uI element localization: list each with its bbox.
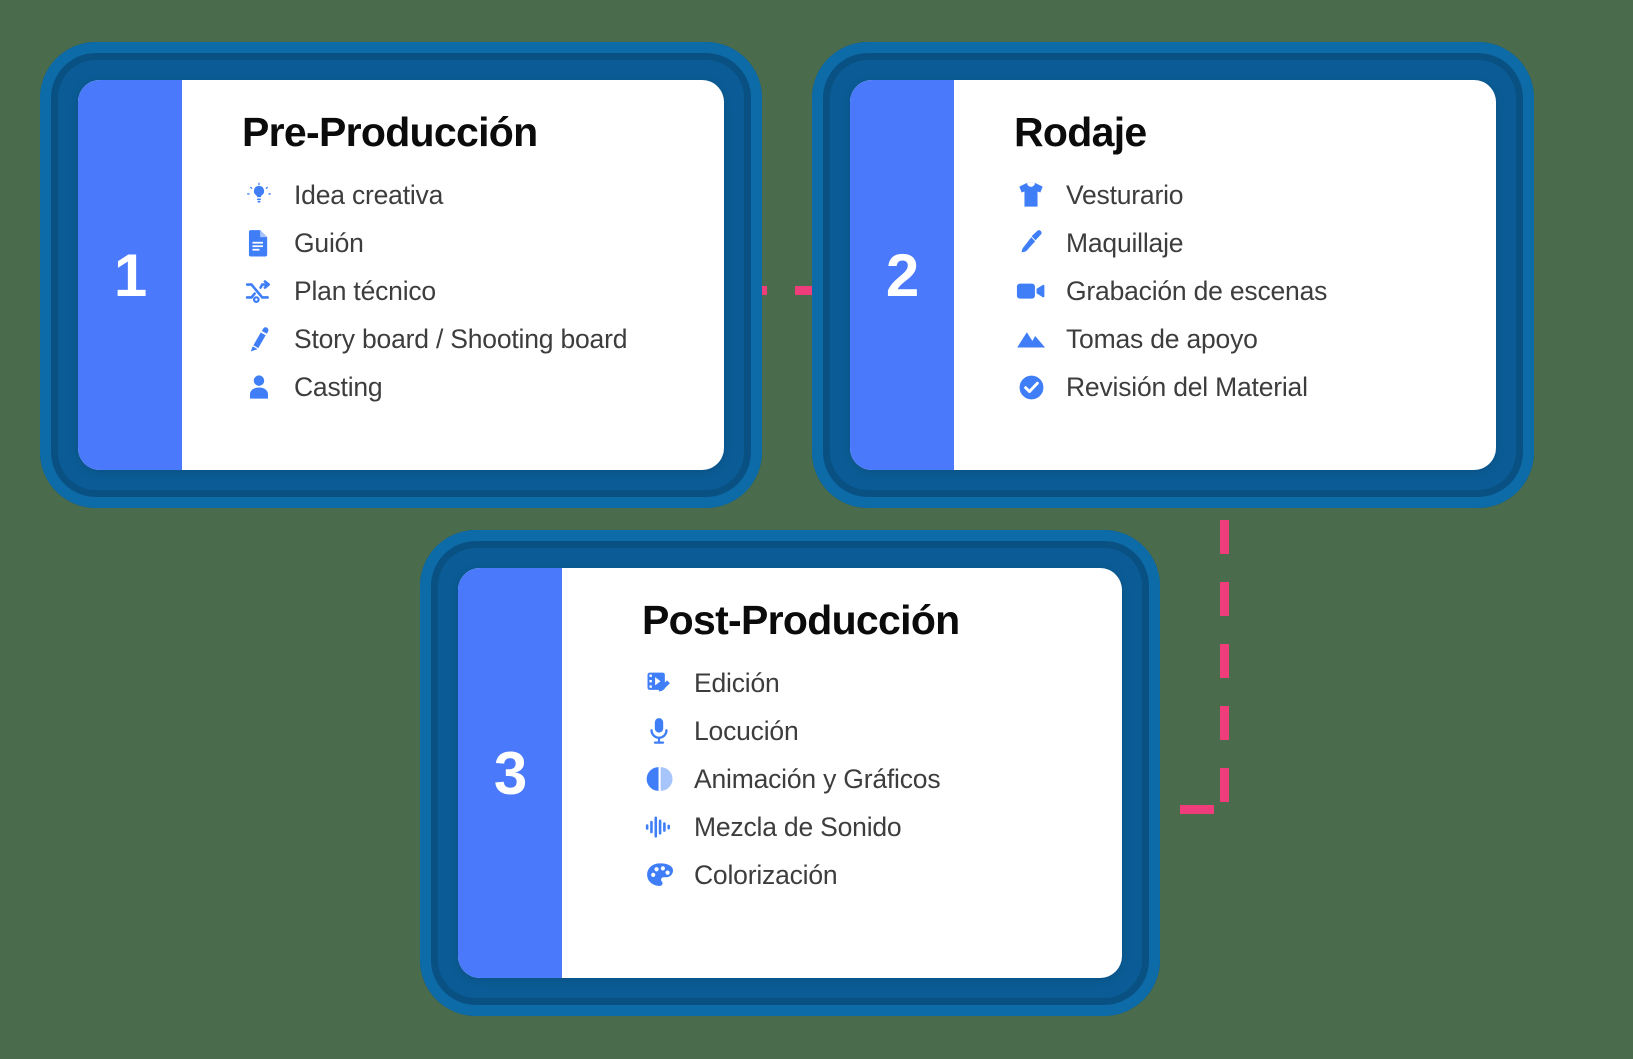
card-1-title: Pre-Producción <box>242 109 538 155</box>
list-item[interactable]: Edición <box>642 659 1104 707</box>
list-item[interactable]: Animación y Gráficos <box>642 755 1104 803</box>
list-item-label: Story board / Shooting board <box>294 323 628 354</box>
video-camera-icon <box>1014 276 1048 306</box>
card-3-item-list: Edición Locución <box>642 659 1104 899</box>
card-1-inner: 1 Pre-Producción <box>78 80 724 470</box>
list-item-label: Revisión del Material <box>1066 371 1308 402</box>
list-item-label: Animación y Gráficos <box>694 763 941 794</box>
card-3-body: Post-Producción <box>562 568 1122 978</box>
list-item-label: Mezcla de Sonido <box>694 811 902 842</box>
card-2-item-list: Vesturario Maquillaje <box>1014 171 1478 411</box>
contrast-icon <box>642 764 676 794</box>
card-3-inner: 3 Post-Producción <box>458 568 1122 978</box>
makeup-brush-icon <box>1014 228 1048 258</box>
microphone-icon <box>642 716 676 746</box>
shuffle-icon <box>242 276 276 306</box>
list-item[interactable]: Casting <box>242 363 706 411</box>
list-item[interactable]: Colorización <box>642 851 1104 899</box>
list-item-label: Grabación de escenas <box>1066 275 1328 306</box>
process-card-2[interactable]: 2 Rodaje Vesturario <box>812 42 1534 508</box>
waveform-icon <box>642 812 676 842</box>
list-item-label: Tomas de apoyo <box>1066 323 1258 354</box>
card-1-item-list: Idea creativa Guión <box>242 171 706 411</box>
mountain-icon <box>1014 324 1048 354</box>
list-item-label: Edición <box>694 667 780 698</box>
tshirt-icon <box>1014 180 1048 210</box>
pen-icon <box>242 324 276 354</box>
list-item[interactable]: Mezcla de Sonido <box>642 803 1104 851</box>
person-icon <box>242 372 276 402</box>
list-item-label: Vesturario <box>1066 179 1184 210</box>
list-item[interactable]: Vesturario <box>1014 171 1478 219</box>
list-item[interactable]: Locución <box>642 707 1104 755</box>
document-icon <box>242 228 276 258</box>
card-3-step-number: 3 <box>458 568 562 978</box>
list-item[interactable]: Grabación de escenas <box>1014 267 1478 315</box>
film-edit-icon <box>642 668 676 698</box>
list-item[interactable]: Plan técnico <box>242 267 706 315</box>
card-1-step-number: 1 <box>78 80 182 470</box>
list-item[interactable]: Maquillaje <box>1014 219 1478 267</box>
list-item-label: Maquillaje <box>1066 227 1184 258</box>
connector-step1-to-step2 <box>733 286 859 295</box>
list-item-label: Guión <box>294 227 364 258</box>
card-2-inner: 2 Rodaje Vesturario <box>850 80 1496 470</box>
list-item[interactable]: Idea creativa <box>242 171 706 219</box>
palette-icon <box>642 860 676 890</box>
list-item-label: Plan técnico <box>294 275 436 306</box>
card-2-title: Rodaje <box>1014 109 1147 155</box>
list-item[interactable]: Story board / Shooting board <box>242 315 706 363</box>
list-item-label: Casting <box>294 371 383 402</box>
process-card-1[interactable]: 1 Pre-Producción <box>40 42 762 508</box>
list-item[interactable]: Tomas de apoyo <box>1014 315 1478 363</box>
card-2-body: Rodaje Vesturario <box>954 80 1496 470</box>
connector-step2-to-step3-vertical <box>1220 458 1229 810</box>
list-item[interactable]: Revisión del Material <box>1014 363 1478 411</box>
list-item-label: Locución <box>694 715 799 746</box>
process-card-3[interactable]: 3 Post-Producción <box>420 530 1160 1016</box>
list-item-label: Colorización <box>694 859 838 890</box>
lightbulb-icon <box>242 180 276 210</box>
connector-step2-to-step3-horizontal <box>1118 805 1228 814</box>
check-circle-icon <box>1014 372 1048 402</box>
card-1-body: Pre-Producción <box>182 80 724 470</box>
list-item[interactable]: Guión <box>242 219 706 267</box>
card-2-step-number: 2 <box>850 80 954 470</box>
card-3-title: Post-Producción <box>642 597 960 643</box>
list-item-label: Idea creativa <box>294 179 444 210</box>
